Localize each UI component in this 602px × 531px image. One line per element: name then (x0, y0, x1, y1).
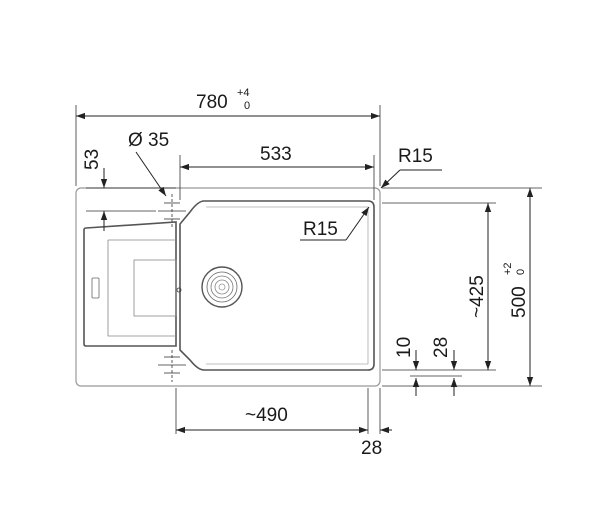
dim-bowl-bottom-width: ~490 (176, 405, 368, 434)
dim-rim-offset-10: 10 (394, 337, 420, 396)
bowl-depth-label: ~425 (467, 275, 488, 318)
dim-edge-offset-bottom: 28 (356, 426, 392, 459)
drainer-slot (91, 277, 100, 299)
bowl-bottom-width-label: ~490 (245, 405, 288, 426)
edge-offset-bottom-label: 28 (361, 438, 382, 459)
overflow-icon (176, 287, 182, 293)
dim-overall-width: 780 +4 0 (76, 87, 380, 120)
dim-outer-radius: R15 (380, 146, 442, 189)
dim-rim-offset-28: 28 (431, 337, 458, 396)
outer-radius-label: R15 (398, 146, 433, 167)
bowl-width-label: 533 (260, 144, 292, 165)
rim-offset-10-label: 10 (394, 337, 415, 358)
overall-depth-tol-lower: 0 (515, 269, 527, 275)
rim-offset-28-label: 28 (431, 337, 452, 358)
dim-tap-hole-offset: 53 (82, 149, 108, 231)
overall-depth-tol-upper: +2 (502, 262, 514, 275)
drainer-outline (83, 221, 177, 347)
overall-depth-label: 500 (509, 286, 530, 318)
dim-overall-depth: 500 +2 0 (502, 188, 534, 386)
dim-bowl-depth: ~425 (467, 203, 492, 370)
tap-hole-diameter-label: Ø 35 (128, 130, 169, 151)
dim-bowl-width: 533 (180, 144, 374, 171)
overall-width-tol-upper: +4 (237, 87, 250, 99)
dim-tap-hole-diameter: Ø 35 (128, 130, 169, 197)
dim-inner-radius: R15 (300, 206, 370, 241)
inner-radius-label: R15 (303, 219, 338, 240)
sink-body (75, 187, 381, 387)
tap-hole-offset-label: 53 (82, 149, 103, 170)
tap-hole-marker-bottom (158, 350, 186, 382)
drainer-inner-rect (133, 259, 177, 317)
bowl-inner-line (206, 206, 369, 365)
drainer-inner-line (107, 239, 176, 337)
bowl-outline (179, 200, 375, 371)
extension-lines (75, 105, 542, 434)
sink-outer-outline (75, 187, 381, 387)
overall-width-label: 780 (196, 92, 228, 113)
overall-width-tol-lower: 0 (244, 100, 250, 112)
tap-hole-marker-top (158, 194, 186, 228)
drain-icon (201, 266, 243, 308)
